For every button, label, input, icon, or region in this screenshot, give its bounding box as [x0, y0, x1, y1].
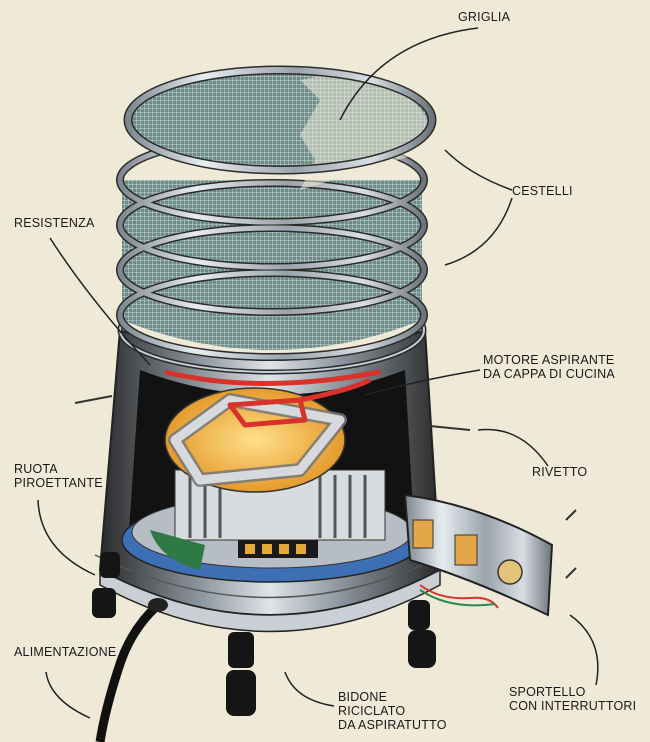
label-line: SPORTELLO — [509, 685, 586, 699]
label-motore: MOTORE ASPIRANTE DA CAPPA DI CUCINA — [483, 353, 615, 381]
label-line: CON INTERRUTTORI — [509, 699, 637, 713]
power-cable — [95, 601, 162, 742]
basket-stack — [116, 134, 428, 361]
top-grid — [123, 65, 437, 190]
label-resistenza: RESISTENZA — [14, 216, 95, 230]
label-line: CESTELLI — [512, 184, 573, 198]
label-line: BIDONE — [338, 690, 388, 704]
label-line: RUOTA — [14, 462, 58, 476]
label-line: ALIMENTAZIONE — [14, 645, 117, 659]
label-line: GRIGLIA — [458, 10, 511, 24]
label-line: PIROETTANTE — [14, 476, 103, 490]
label-sportello: SPORTELLO CON INTERRUTTORI — [509, 685, 636, 713]
switch-panel — [403, 493, 554, 617]
rivets — [74, 395, 577, 579]
label-rivetto: RIVETTO — [532, 465, 587, 479]
label-bidone: BIDONE RICICLATO DA ASPIRATUTTO — [338, 690, 447, 732]
label-alimentazione: ALIMENTAZIONE — [14, 645, 116, 659]
label-line: RESISTENZA — [14, 216, 95, 230]
label-ruota: RUOTA PIROETTANTE — [14, 462, 103, 490]
motor-assembly — [121, 387, 423, 583]
label-line: MOTORE ASPIRANTE — [483, 353, 615, 367]
label-cestelli: CESTELLI — [512, 184, 573, 198]
label-griglia: GRIGLIA — [458, 10, 510, 24]
label-line: DA ASPIRATUTTO — [338, 718, 447, 732]
caster-wheels — [92, 552, 436, 716]
leader-arrows — [37, 27, 599, 719]
heating-element — [164, 369, 381, 428]
label-line: RIVETTO — [532, 465, 588, 479]
label-line: DA CAPPA DI CUCINA — [483, 367, 615, 381]
label-line: RICICLATO — [338, 704, 406, 718]
